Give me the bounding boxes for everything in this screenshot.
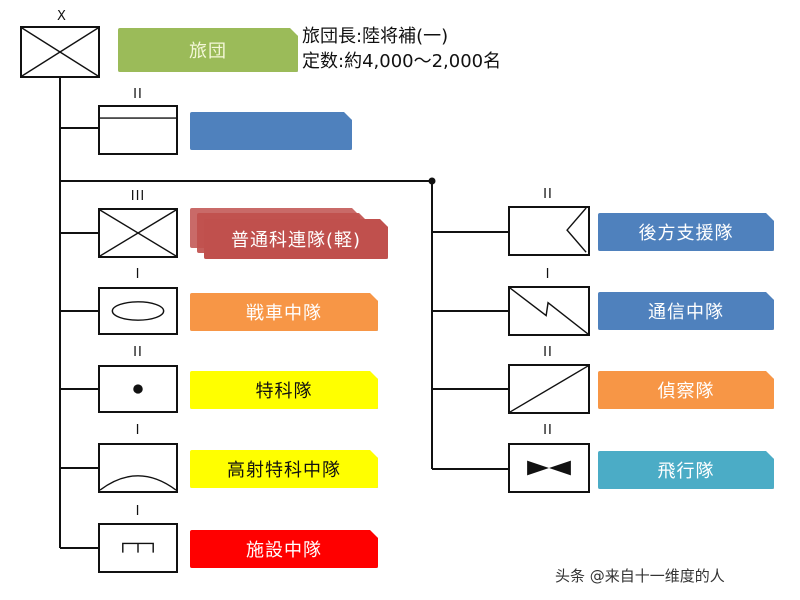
infantry-cross-icon	[22, 28, 98, 76]
hq-symbol	[98, 105, 178, 155]
commander-rank-text: 旅団長:陸将補(一)	[302, 26, 449, 47]
aviation-symbol	[508, 443, 590, 493]
artillery-symbol	[98, 365, 178, 413]
unit-label-text: 偵察隊	[657, 381, 715, 402]
signal-symbol	[508, 286, 590, 336]
infantry-symbol	[98, 208, 178, 258]
junction-dot	[428, 177, 436, 185]
unit-label-text: 特科隊	[255, 381, 313, 402]
armor-oval-icon	[111, 301, 165, 321]
logistics-symbol	[508, 206, 590, 256]
recon-symbol	[508, 364, 590, 414]
echelon-marker: I	[135, 267, 141, 282]
echelon-marker: I	[135, 504, 141, 519]
echelon-marker: II	[133, 345, 143, 360]
unit-label-logistics[interactable]: 後方支援隊	[598, 213, 774, 251]
unit-label-text: 飛行隊	[657, 461, 715, 482]
echelon-marker: I	[135, 423, 141, 438]
engineer-symbol	[98, 523, 178, 573]
engineer-bridge-icon	[122, 542, 154, 553]
unit-label-infantry-regiment[interactable]: 普通科連隊(軽)	[204, 219, 388, 259]
recon-slash-icon	[510, 366, 588, 412]
echelon-marker: II	[133, 87, 143, 102]
air-defense-symbol	[98, 443, 178, 493]
brigade-info: 旅団長:陸将補(一) 定数:約4,000〜2,000名	[302, 24, 501, 74]
unit-label-text: 施設中隊	[246, 540, 322, 561]
signal-bolt-icon	[510, 288, 588, 334]
unit-label-text: 普通科連隊(軽)	[230, 230, 362, 251]
hq-label[interactable]	[190, 112, 352, 150]
unit-label-text: 後方支援隊	[638, 223, 734, 244]
air-defense-arc-icon	[100, 475, 176, 491]
echelon-marker: II	[543, 345, 553, 360]
headquarters-icon	[100, 117, 176, 119]
aviation-bowtie-icon	[527, 460, 571, 476]
unit-label-text: 高射特科中隊	[227, 460, 341, 481]
unit-label-text: 戦車中隊	[246, 303, 322, 324]
brigade-label-text: 旅団	[189, 41, 227, 62]
unit-label-aviation[interactable]: 飛行隊	[598, 451, 774, 489]
unit-label-air-defense[interactable]: 高射特科中隊	[190, 450, 378, 488]
watermark-text: 头条 @来自十一维度的人	[555, 567, 725, 585]
brigade-label[interactable]: 旅団	[118, 28, 298, 72]
unit-label-signal[interactable]: 通信中隊	[598, 292, 774, 330]
echelon-marker: II	[543, 187, 553, 202]
unit-label-artillery[interactable]: 特科隊	[190, 371, 378, 409]
infantry-cross-icon	[100, 210, 176, 256]
unit-label-tank-company[interactable]: 戦車中隊	[190, 293, 378, 331]
unit-label-recon[interactable]: 偵察隊	[598, 371, 774, 409]
echelon-marker: III	[130, 189, 146, 204]
tank-symbol	[98, 287, 178, 335]
unit-label-text: 通信中隊	[648, 302, 724, 323]
support-chevron-icon	[566, 208, 587, 253]
unit-label-engineer[interactable]: 施設中隊	[190, 530, 378, 568]
brigade-symbol	[20, 26, 100, 78]
echelon-marker: I	[545, 267, 551, 282]
echelon-marker: X	[57, 9, 67, 24]
personnel-count-text: 定数:約4,000〜2,000名	[302, 51, 502, 72]
artillery-dot-icon	[133, 384, 143, 394]
echelon-marker: II	[543, 423, 553, 438]
